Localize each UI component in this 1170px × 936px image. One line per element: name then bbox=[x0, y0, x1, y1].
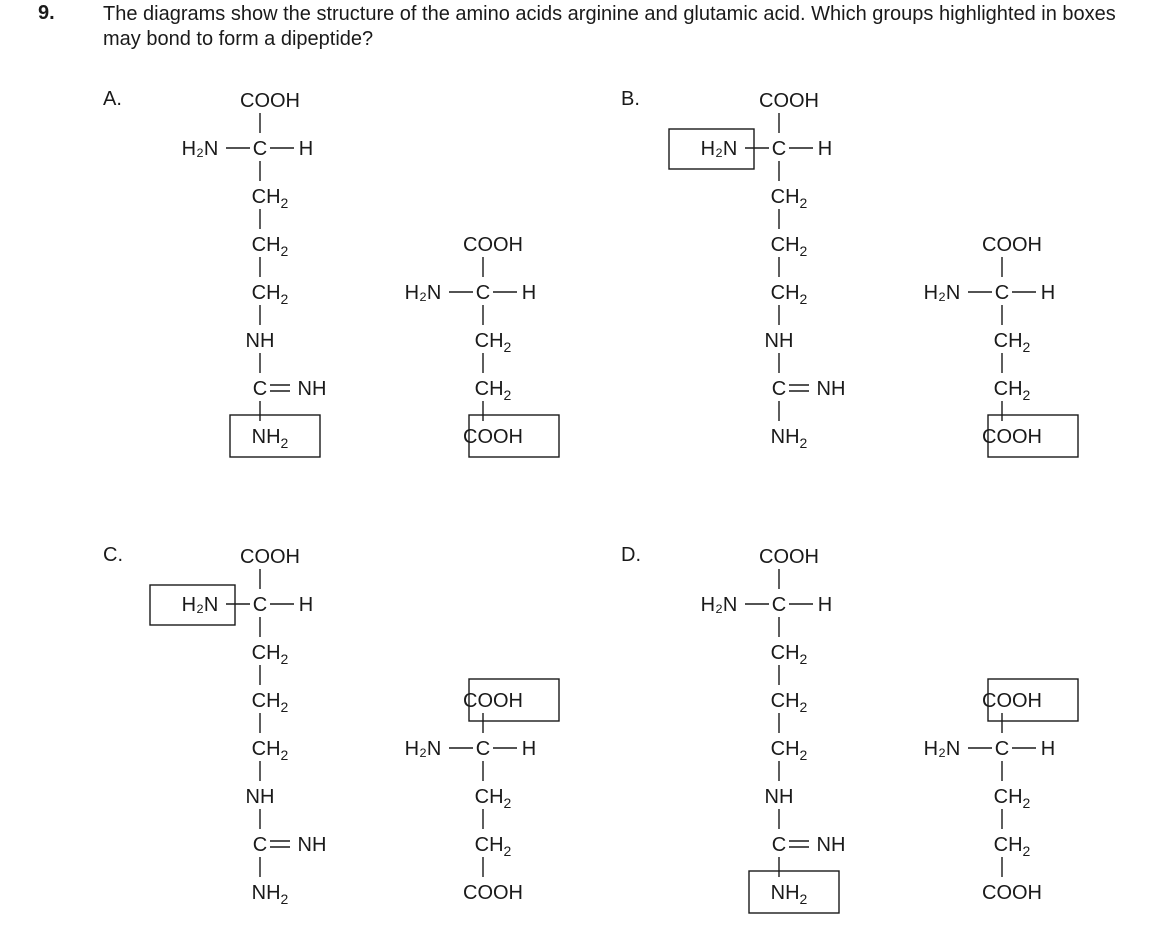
group-label: COOH bbox=[463, 690, 523, 712]
hydrogen-label: H bbox=[522, 738, 536, 760]
hydrogen-label: H bbox=[299, 138, 313, 160]
highlight-box bbox=[468, 414, 560, 458]
group-label: CH2 bbox=[994, 330, 1031, 355]
imine-nh-label: NH bbox=[817, 378, 846, 400]
group-label: CH2 bbox=[994, 378, 1031, 403]
group-label: NH2 bbox=[771, 882, 808, 907]
group-label: COOH bbox=[240, 90, 300, 112]
alpha-carbon-label: C bbox=[476, 282, 490, 304]
group-label: CH2 bbox=[771, 186, 808, 211]
option-d-label[interactable]: D. bbox=[621, 544, 641, 566]
imine-nh-label: NH bbox=[298, 834, 327, 856]
group-label: COOH bbox=[463, 426, 523, 448]
group-label: CH2 bbox=[475, 330, 512, 355]
option-c-label[interactable]: C. bbox=[103, 544, 123, 566]
highlight-box bbox=[987, 678, 1079, 722]
group-label: CH2 bbox=[771, 690, 808, 715]
highlight-box bbox=[668, 128, 755, 170]
hydrogen-label: H bbox=[1041, 738, 1055, 760]
alpha-carbon-label: C bbox=[476, 738, 490, 760]
amine-group-label: H₂N bbox=[701, 138, 738, 160]
group-label: COOH bbox=[982, 426, 1042, 448]
imine-carbon-label: C bbox=[253, 834, 267, 856]
group-label: CH2 bbox=[475, 786, 512, 811]
alpha-carbon-label: C bbox=[995, 282, 1009, 304]
amine-group-label: H₂N bbox=[182, 594, 219, 616]
group-label: CH2 bbox=[475, 378, 512, 403]
group-label: NH2 bbox=[252, 426, 289, 451]
highlight-box bbox=[229, 414, 321, 458]
highlight-box bbox=[468, 678, 560, 722]
hydrogen-label: H bbox=[1041, 282, 1055, 304]
question-number: 9. bbox=[38, 2, 55, 24]
group-label: COOH bbox=[463, 882, 523, 904]
group-label: CH2 bbox=[771, 282, 808, 307]
alpha-carbon-label: C bbox=[772, 138, 786, 160]
hydrogen-label: H bbox=[299, 594, 313, 616]
group-label: CH2 bbox=[252, 186, 289, 211]
highlight-box bbox=[987, 414, 1079, 458]
alpha-carbon-label: C bbox=[253, 138, 267, 160]
amine-group-label: H₂N bbox=[924, 282, 961, 304]
amine-group-label: H₂N bbox=[182, 138, 219, 160]
highlight-box bbox=[748, 870, 840, 914]
hydrogen-label: H bbox=[522, 282, 536, 304]
group-label: COOH bbox=[240, 546, 300, 568]
group-label: CH2 bbox=[994, 834, 1031, 859]
group-label: CH2 bbox=[475, 834, 512, 859]
group-label: CH2 bbox=[771, 234, 808, 259]
group-label: CH2 bbox=[252, 690, 289, 715]
group-label: NH bbox=[765, 786, 794, 808]
group-label: COOH bbox=[463, 234, 523, 256]
group-label: COOH bbox=[759, 90, 819, 112]
alpha-carbon-label: C bbox=[253, 594, 267, 616]
highlight-box bbox=[149, 584, 236, 626]
group-label: COOH bbox=[982, 882, 1042, 904]
option-a-label[interactable]: A. bbox=[103, 88, 122, 110]
group-label: NH2 bbox=[771, 426, 808, 451]
imine-nh-label: NH bbox=[817, 834, 846, 856]
group-label: CH2 bbox=[771, 642, 808, 667]
group-label: CH2 bbox=[252, 642, 289, 667]
alpha-carbon-label: C bbox=[995, 738, 1009, 760]
amine-group-label: H₂N bbox=[405, 738, 442, 760]
imine-carbon-label: C bbox=[772, 378, 786, 400]
option-b-label[interactable]: B. bbox=[621, 88, 640, 110]
amine-group-label: H₂N bbox=[405, 282, 442, 304]
question-text: The diagrams show the structure of the a… bbox=[103, 3, 1116, 50]
hydrogen-label: H bbox=[818, 594, 832, 616]
group-label: NH bbox=[246, 786, 275, 808]
group-label: NH2 bbox=[252, 882, 289, 907]
group-label: CH2 bbox=[994, 786, 1031, 811]
hydrogen-label: H bbox=[818, 138, 832, 160]
group-label: CH2 bbox=[252, 282, 289, 307]
imine-carbon-label: C bbox=[253, 378, 267, 400]
group-label: CH2 bbox=[252, 738, 289, 763]
group-label: NH bbox=[765, 330, 794, 352]
amine-group-label: H₂N bbox=[701, 594, 738, 616]
group-label: COOH bbox=[759, 546, 819, 568]
imine-nh-label: NH bbox=[298, 378, 327, 400]
group-label: CH2 bbox=[252, 234, 289, 259]
imine-carbon-label: C bbox=[772, 834, 786, 856]
group-label: COOH bbox=[982, 690, 1042, 712]
amine-group-label: H₂N bbox=[924, 738, 961, 760]
alpha-carbon-label: C bbox=[772, 594, 786, 616]
group-label: NH bbox=[246, 330, 275, 352]
group-label: CH2 bbox=[771, 738, 808, 763]
group-label: COOH bbox=[982, 234, 1042, 256]
